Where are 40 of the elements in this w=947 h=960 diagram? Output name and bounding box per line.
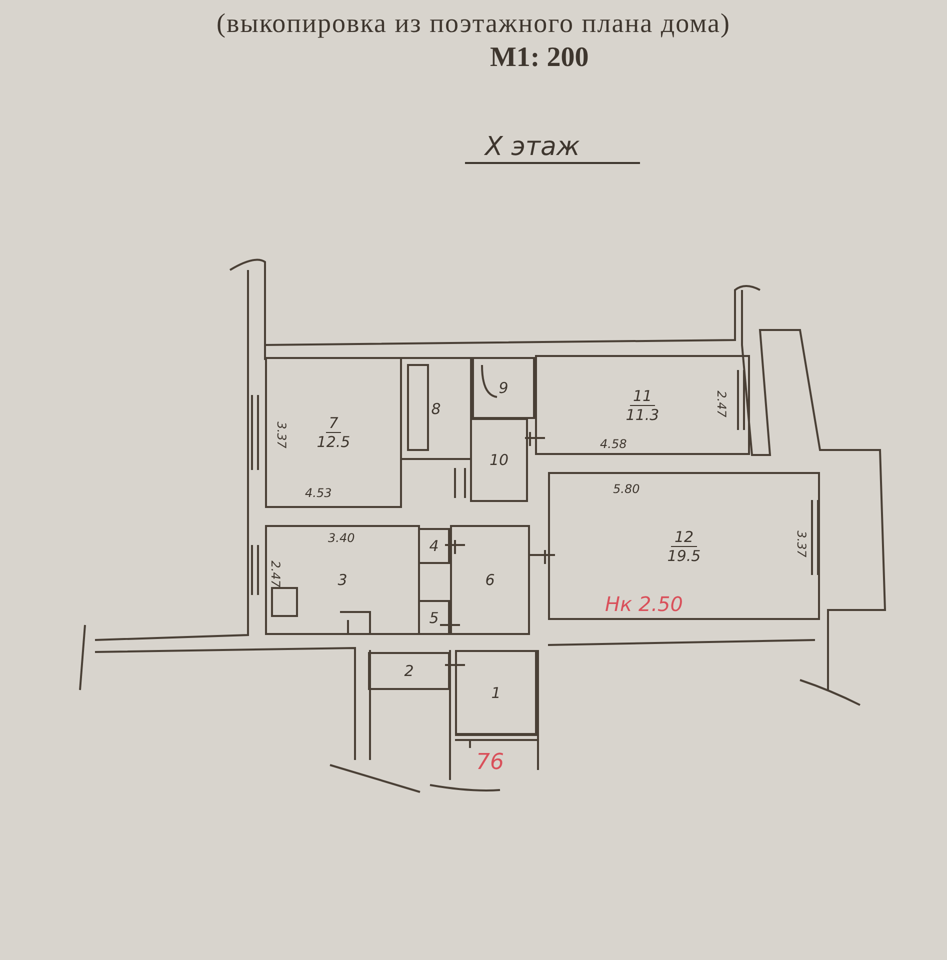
plan-subtitle: (выкопировка из поэтажного плана дома) [215, 8, 732, 39]
room-area: 19.5 [667, 546, 701, 564]
room [265, 525, 420, 635]
room [450, 525, 530, 635]
room [368, 652, 450, 690]
scale-label: М1: 200 [490, 42, 589, 74]
room [470, 418, 528, 502]
room [400, 357, 472, 460]
dimension-label: 3.37 [274, 422, 288, 448]
room [418, 600, 450, 635]
room-number: 3 [338, 571, 348, 589]
room [535, 355, 750, 455]
room [455, 650, 537, 735]
room [548, 472, 820, 620]
room-number: 5 [429, 608, 439, 626]
room-number: 7 [326, 414, 342, 433]
dimension-label: 2.47 [714, 390, 728, 418]
dimension-label: 2.47 [268, 560, 282, 588]
apartment-number: 76 [476, 750, 504, 775]
room-number: 4 [429, 537, 439, 555]
room [265, 357, 402, 508]
room-number: 8 [431, 400, 441, 418]
dimension-label: 3.37 [794, 530, 808, 558]
room [472, 357, 535, 419]
dimension-label: 4.58 [600, 437, 627, 451]
floor-label: Х этаж [465, 132, 640, 164]
room-number: 1 [491, 684, 501, 702]
dimension-label: 4.53 [305, 486, 332, 500]
room [418, 528, 450, 564]
room-number: 12 [671, 528, 697, 546]
room-number: 10 [489, 451, 509, 469]
room-number: 11 [630, 386, 656, 406]
room-area: 12.5 [316, 433, 350, 451]
ceiling-height-note: Нк 2.50 [605, 592, 684, 616]
room-number: 2 [404, 662, 414, 680]
dimension-label: 5.80 [613, 482, 640, 496]
room-number: 6 [485, 571, 495, 589]
room-area: 11.3 [626, 406, 660, 424]
room-number: 9 [498, 379, 508, 397]
dimension-label: 3.40 [328, 531, 355, 545]
